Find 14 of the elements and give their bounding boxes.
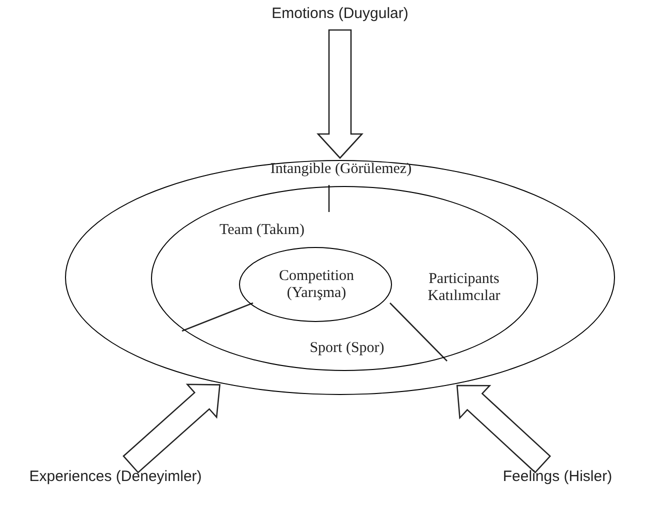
- block-arrow: [122, 384, 221, 474]
- block-arrow: [316, 29, 364, 159]
- ellipse-label: Sport (Spor): [308, 340, 386, 357]
- ellipse-label: Intangible (Görülemez): [269, 161, 413, 178]
- ellipse: [65, 160, 615, 395]
- ellipse-label: Participants Katılımcılar: [426, 271, 502, 305]
- ellipse: [151, 186, 538, 371]
- input-label: Emotions (Duygular): [272, 4, 408, 24]
- ellipse-label: Competition (Yarışma): [278, 268, 355, 302]
- block-arrow: [456, 384, 552, 474]
- input-label: Feelings (Hisler): [502, 467, 612, 487]
- input-label: Experiences (Deneyimler): [29, 467, 202, 487]
- ellipse: [239, 247, 392, 322]
- ellipse-label: Team (Takım): [218, 222, 306, 239]
